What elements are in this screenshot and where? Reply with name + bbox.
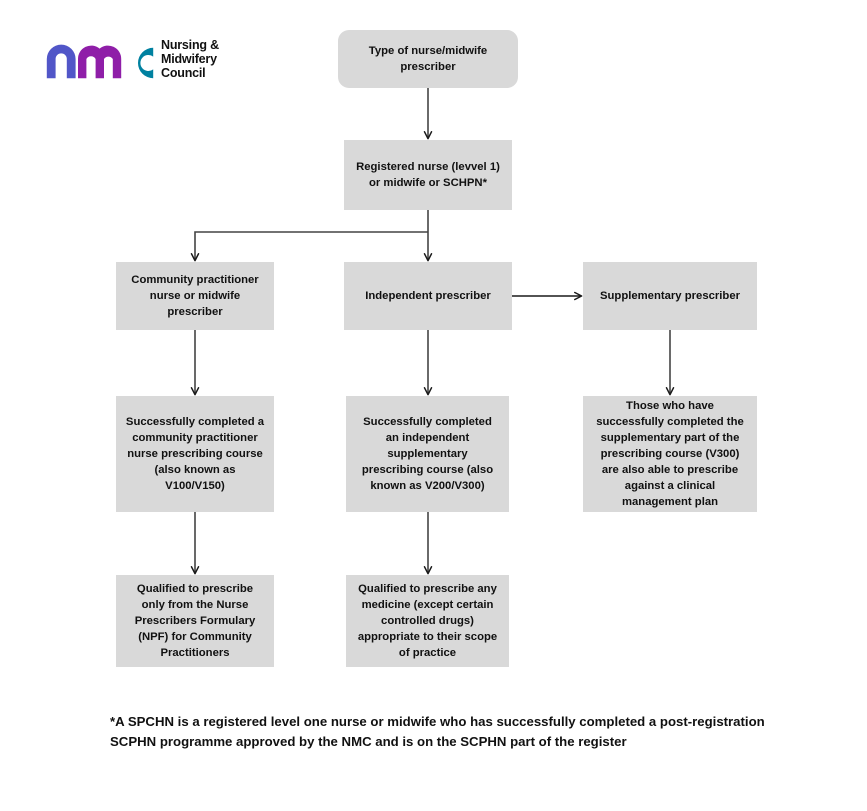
node-course-independent-label: Successfully completed an independent su… xyxy=(361,415,494,493)
node-community-practitioner-label: Community practitioner nurse or midwife … xyxy=(131,273,259,319)
node-supplementary-part-note[interactable]: Those who have successfully completed th… xyxy=(583,396,757,512)
logo-word-line-1: Nursing & xyxy=(161,37,219,52)
node-registered-nurse[interactable]: Registered nurse (levvel 1) or midwife o… xyxy=(344,140,512,210)
node-start[interactable]: Type of nurse/midwife prescriber xyxy=(338,30,518,88)
node-qualified-npf-label: Qualified to prescribe only from the Nur… xyxy=(134,582,256,660)
node-community-practitioner-prescriber[interactable]: Community practitioner nurse or midwife … xyxy=(116,262,274,330)
node-supplementary-prescriber[interactable]: Supplementary prescriber xyxy=(583,262,757,330)
nmc-logo: Nursing & Midwifery Council xyxy=(46,33,241,85)
node-course-independent-supplementary[interactable]: Successfully completed an independent su… xyxy=(346,396,509,512)
node-independent-prescriber[interactable]: Independent prescriber xyxy=(344,262,512,330)
node-independent-prescriber-label: Independent prescriber xyxy=(365,289,491,302)
nmc-logo-wordmark: Nursing & Midwifery Council xyxy=(161,38,219,81)
node-qualified-npf[interactable]: Qualified to prescribe only from the Nur… xyxy=(116,575,274,667)
footnote-scphn: *A SPCHN is a registered level one nurse… xyxy=(110,714,765,750)
node-registered-nurse-label: Registered nurse (levvel 1) or midwife o… xyxy=(356,160,500,189)
edge-registered-to-community xyxy=(190,231,428,262)
node-course-community-practitioner[interactable]: Successfully completed a community pract… xyxy=(116,396,274,512)
node-course-community-label: Successfully completed a community pract… xyxy=(125,415,265,493)
node-supplementary-note-label: Those who have successfully completed th… xyxy=(596,399,744,509)
logo-word-line-3: Council xyxy=(161,66,206,81)
node-qualified-any-label: Qualified to prescribe any medicine (exc… xyxy=(357,582,498,660)
nmc-logo-mark-icon xyxy=(46,44,154,79)
node-qualified-any-medicine[interactable]: Qualified to prescribe any medicine (exc… xyxy=(346,575,509,667)
node-start-label: Type of nurse/midwife prescriber xyxy=(368,44,488,73)
logo-word-line-2: Midwifery xyxy=(161,51,217,66)
node-supplementary-prescriber-label: Supplementary prescriber xyxy=(599,289,740,302)
